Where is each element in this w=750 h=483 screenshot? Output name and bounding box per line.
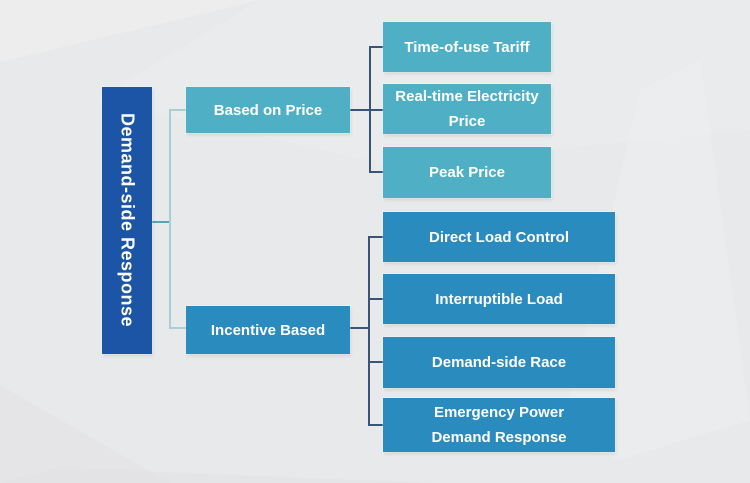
leaf-label-line: Direct Load Control: [428, 228, 569, 246]
leaf-label-line: Peak Price: [429, 164, 505, 181]
leaf-node-demand-side-race: Demand-side Race: [383, 337, 615, 388]
leaf-node-interruptible-load: Interruptible Load: [383, 274, 615, 324]
leaf-label-line: Real-time Electricity: [395, 88, 539, 105]
branch-label: Incentive Based: [210, 321, 326, 339]
branch-node-incentive-based: Incentive Based: [186, 306, 350, 354]
leaf-node-emergency-power-demand-response: Emergency Power Demand Response: [383, 398, 615, 452]
leaf-node-real-time-electricity-price: Real-time Electricity Price: [383, 84, 551, 134]
root-node-demand-side-response: Demand-side Response: [102, 87, 152, 354]
leaf-node-peak-price: Peak Price: [383, 147, 551, 198]
root-node-label: Demand-side Response: [117, 113, 138, 328]
leaf-node-time-of-use-tariff: Time-of-use Tariff: [383, 22, 551, 72]
leaf-label-line: Emergency Power: [433, 404, 565, 421]
leaf-label-line: Demand-side Race: [431, 354, 567, 371]
branch-label: Based on Price: [213, 101, 323, 119]
leaf-label-line: Time-of-use Tariff: [404, 38, 530, 56]
leaf-node-direct-load-control: Direct Load Control: [383, 212, 615, 262]
leaf-label-line: Interruptible Load: [435, 290, 563, 308]
leaf-label-line: Demand Response: [431, 429, 567, 446]
leaf-label-line: Price: [448, 113, 486, 130]
branch-node-based-on-price: Based on Price: [186, 87, 350, 133]
